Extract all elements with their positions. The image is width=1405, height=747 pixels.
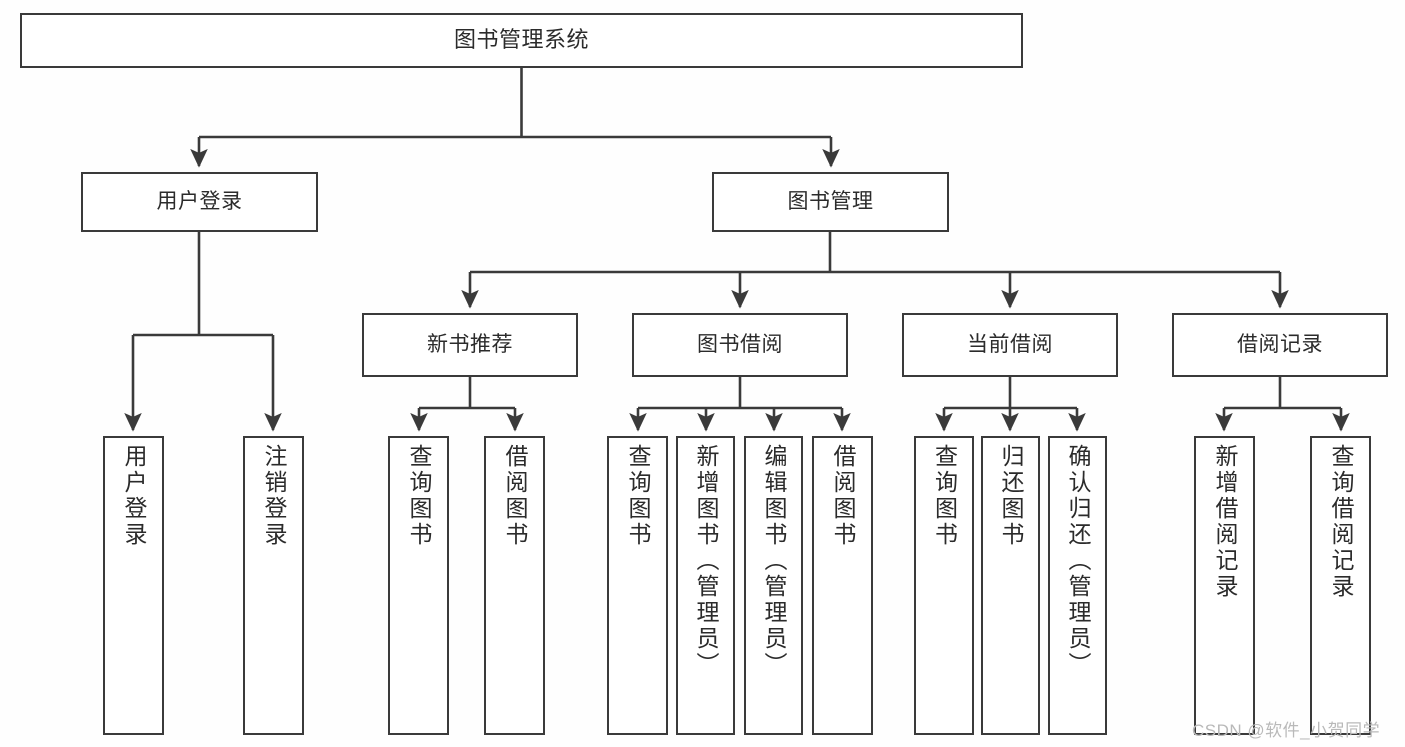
node-label: 确认归还（管理员）: [1065, 444, 1091, 678]
node-label: 查询借阅记录: [1328, 444, 1354, 600]
node-label: 查询图书: [931, 444, 958, 548]
node-label: 新增借阅记录: [1212, 444, 1238, 600]
leaf-newbook-query-book[interactable]: 查询图书: [388, 436, 449, 735]
leaf-borrow-edit-book-admin[interactable]: 编辑图书（管理员）: [744, 436, 803, 735]
node-label: 图书管理系统: [453, 27, 589, 53]
node-user-login[interactable]: 用户登录: [81, 172, 318, 232]
leaf-records-query-record[interactable]: 查询借阅记录: [1310, 436, 1371, 735]
node-root-system[interactable]: 图书管理系统: [20, 13, 1023, 68]
node-label: 用户登录: [156, 190, 243, 214]
watermark-text: CSDN @软件_小贺同学: [1192, 721, 1381, 740]
leaf-newbook-borrow-book[interactable]: 借阅图书: [484, 436, 545, 735]
node-label: 借阅记录: [1237, 333, 1323, 357]
node-label: 图书借阅: [697, 333, 783, 357]
leaf-borrow-borrow-book[interactable]: 借阅图书: [812, 436, 873, 735]
node-new-book-recommend[interactable]: 新书推荐: [362, 313, 578, 377]
node-label: 新书推荐: [427, 333, 513, 357]
node-label: 用户登录: [121, 444, 147, 548]
leaf-current-confirm-return-admin[interactable]: 确认归还（管理员）: [1048, 436, 1107, 735]
node-book-management[interactable]: 图书管理: [712, 172, 949, 232]
node-label: 借阅图书: [502, 444, 528, 548]
leaf-records-add-record[interactable]: 新增借阅记录: [1194, 436, 1255, 735]
node-current-borrow[interactable]: 当前借阅: [902, 313, 1118, 377]
leaf-user-login[interactable]: 用户登录: [103, 436, 164, 735]
node-label: 归还图书: [998, 444, 1024, 548]
leaf-borrow-query-book[interactable]: 查询图书: [607, 436, 668, 735]
node-label: 编辑图书（管理员）: [761, 444, 787, 678]
node-label: 当前借阅: [967, 333, 1053, 357]
node-book-borrow[interactable]: 图书借阅: [632, 313, 848, 377]
leaf-user-logout[interactable]: 注销登录: [243, 436, 304, 735]
node-label: 新增图书（管理员）: [693, 444, 719, 678]
node-label: 注销登录: [261, 444, 287, 548]
node-label: 查询图书: [406, 444, 432, 548]
node-borrow-records[interactable]: 借阅记录: [1172, 313, 1388, 377]
leaf-current-return-book[interactable]: 归还图书: [981, 436, 1040, 735]
node-label: 借阅图书: [830, 444, 856, 548]
node-label: 图书管理: [787, 190, 874, 214]
node-label: 查询图书: [625, 444, 651, 548]
leaf-borrow-add-book-admin[interactable]: 新增图书（管理员）: [676, 436, 735, 735]
leaf-current-query-book[interactable]: 查询图书: [914, 436, 974, 735]
